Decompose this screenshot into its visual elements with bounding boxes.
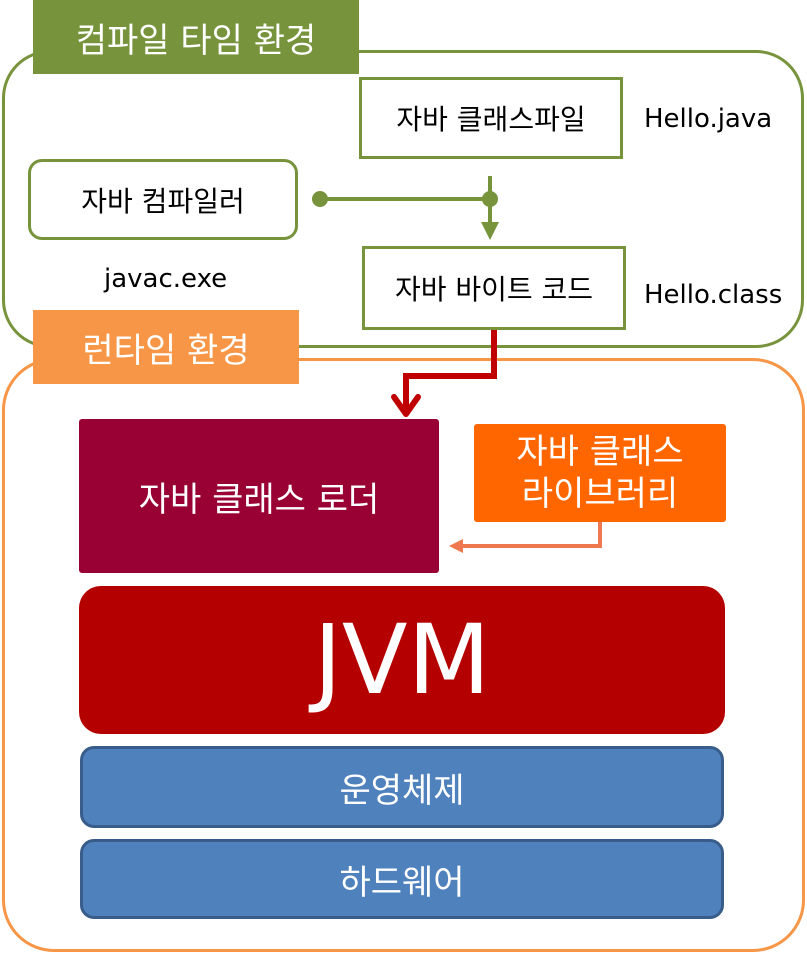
hello-class-filename: Hello.class — [644, 280, 783, 310]
classfile-to-bytecode-arrowhead — [481, 222, 499, 240]
bytecode-to-loader-arrow — [403, 330, 497, 410]
java-class-loader-box: 자바 클래스 로더 — [79, 419, 439, 573]
hardware-bar: 하드웨어 — [80, 839, 724, 919]
bytecode-to-loader-arrowhead — [391, 394, 421, 417]
compiler-link-start-dot — [312, 191, 328, 207]
javac-exe-label: javac.exe — [104, 264, 228, 294]
compile-time-label: 컴파일 타임 환경 — [33, 0, 359, 74]
java-class-file-box: 자바 클래스파일 — [359, 77, 623, 159]
class-library-line1: 자바 클래스 — [516, 432, 684, 472]
operating-system-bar: 운영체제 — [80, 746, 724, 828]
runtime-label: 런타임 환경 — [33, 310, 299, 384]
library-to-loader-arrow — [456, 522, 602, 548]
java-bytecode-box: 자바 바이트 코드 — [362, 246, 626, 330]
java-compiler-box: 자바 컴파일러 — [28, 159, 298, 240]
java-class-library-box: 자바 클래스 라이브러리 — [474, 424, 726, 522]
library-to-loader-arrowhead — [449, 539, 463, 553]
class-library-line2: 라이브러리 — [521, 474, 679, 514]
hello-java-filename: Hello.java — [644, 104, 773, 134]
jvm-box: JVM — [79, 586, 725, 734]
